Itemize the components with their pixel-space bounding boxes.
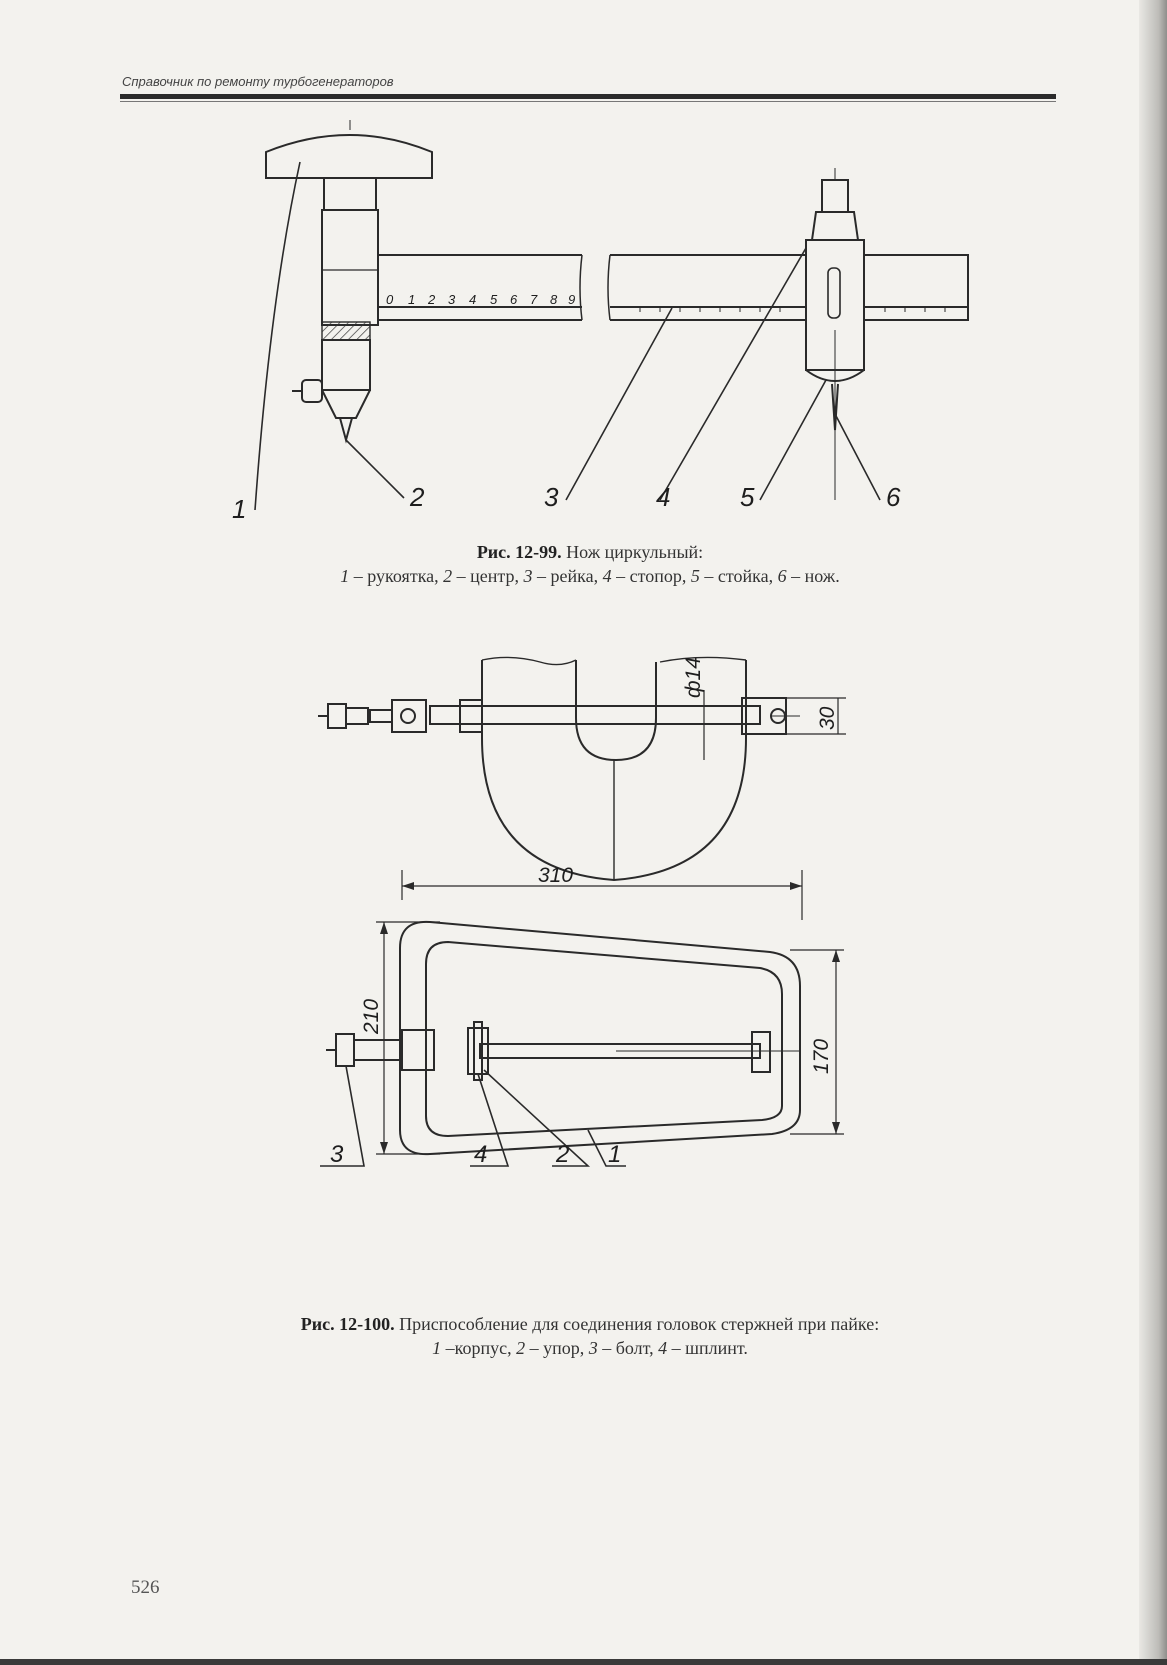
scale-digit: 7 (530, 292, 538, 307)
legend-num: 2 (516, 1338, 526, 1358)
callout-2: 2 (409, 482, 425, 512)
dimension-diameter: ф14 (682, 657, 705, 698)
center-cone (321, 389, 371, 419)
dimension-310: 310 (538, 864, 573, 887)
rail-right (865, 254, 969, 321)
caption-number: Рис. 12-100. (300, 1314, 395, 1334)
dimension-170: 170 (810, 1039, 833, 1074)
thumb-screw (301, 379, 323, 403)
legend-text: – стопор, (611, 566, 691, 586)
legend-num: 1 (432, 1338, 442, 1358)
fixture-u-notch (575, 660, 657, 762)
legend-num: 2 (443, 566, 453, 586)
handle-knob (265, 134, 433, 179)
scale-digit: 6 (510, 292, 518, 307)
center-body (321, 209, 379, 326)
bottom-bolt-head (335, 1033, 355, 1067)
stand-collar (810, 211, 860, 241)
legend-num: 6 (777, 566, 787, 586)
callout-1: 1 (232, 494, 246, 524)
top-stop-block (459, 699, 483, 733)
legend-num: 4 (602, 566, 612, 586)
callout-5: 5 (740, 482, 755, 512)
stand-nut (821, 179, 849, 213)
leader-1 (587, 1129, 626, 1167)
scale-digit: 8 (550, 292, 558, 307)
caption-number: Рис. 12-99. (476, 542, 562, 562)
leader-2 (483, 1069, 591, 1167)
rail-left (378, 254, 582, 321)
legend-text: – болт, (597, 1338, 659, 1358)
dimension-210: 210 (360, 999, 383, 1035)
caption-title-line: Рис. 12-99. Нож циркульный: (140, 540, 1040, 564)
legend-text: – рукоятка, (349, 566, 444, 586)
legend-text: – нож. (786, 566, 840, 586)
legend-text: –корпус, (441, 1338, 517, 1358)
page-number: 526 (131, 1577, 160, 1598)
handle-stem (323, 177, 377, 211)
leader-2 (345, 439, 405, 499)
bottom-right-stop (751, 1031, 771, 1073)
header-rule-thin (120, 101, 1056, 102)
legend-text: – упор, (525, 1338, 589, 1358)
fixture-body-frame-inner (425, 940, 783, 1138)
page-binding-shadow (1139, 0, 1167, 1665)
figure-compass-knife: 0 1 2 3 4 5 6 7 8 9 1 2 3 4 5 6 (232, 120, 969, 524)
legend-num: 1 (340, 566, 350, 586)
legend-num: 3 (523, 566, 533, 586)
leader-4 (659, 247, 807, 501)
figure-12-99-caption: Рис. 12-99. Нож циркульный: 1 – рукоятка… (140, 540, 1040, 588)
fixture-body-frame-outer (399, 920, 801, 1156)
leader-6 (833, 411, 881, 501)
header-rule (120, 94, 1056, 99)
caption-text: Нож циркульный: (566, 542, 704, 562)
leader-5 (759, 379, 827, 501)
legend-text: – шплинт. (667, 1338, 748, 1358)
caption-text: Приспособление для соединения головок ст… (399, 1314, 880, 1334)
scale-digit: 1 (408, 292, 415, 307)
center-point (339, 417, 353, 444)
hatched-section (321, 321, 371, 341)
leader-4 (470, 1073, 510, 1167)
rail-scale-digits: 0 1 2 3 4 5 6 7 8 9 (386, 292, 575, 307)
bottom-nut-block (401, 1029, 435, 1071)
legend-num: 4 (658, 1338, 668, 1358)
callout-6: 6 (886, 482, 901, 512)
dimension-30: 30 (816, 706, 839, 730)
scale-digit: 5 (490, 292, 498, 307)
scale-digit: 4 (469, 292, 476, 307)
figure-12-100-caption: Рис. 12-100. Приспособление для соединен… (140, 1312, 1040, 1360)
top-bolt-head (327, 703, 347, 729)
callout-4: 4 (656, 482, 670, 512)
leader-1 (254, 161, 301, 511)
callout-3: 3 (330, 1141, 344, 1168)
legend-text: – центр, (452, 566, 524, 586)
caption-title-line: Рис. 12-100. Приспособление для соединен… (140, 1312, 1040, 1336)
legend-text: – рейка, (532, 566, 603, 586)
stand-slot (827, 267, 841, 319)
center-lower-body (321, 339, 371, 391)
callout-3: 3 (544, 482, 559, 512)
rail-middle (610, 254, 805, 321)
scale-digit: 9 (568, 292, 575, 307)
scale-digit: 2 (427, 292, 436, 307)
running-header: Справочник по ремонту турбогенераторов (122, 74, 394, 89)
legend-num: 5 (690, 566, 700, 586)
callout-2: 2 (555, 1141, 569, 1168)
legend-num: 3 (588, 1338, 598, 1358)
top-left-block (391, 699, 427, 733)
callout-4: 4 (474, 1141, 487, 1168)
scale-digit: 0 (386, 292, 394, 307)
legend-text: – стойка, (699, 566, 778, 586)
scale-digit: 3 (448, 292, 456, 307)
figure-soldering-fixture: ф14 30 310 210 170 3 4 2 1 (318, 656, 846, 1168)
caption-legend: 1 – рукоятка, 2 – центр, 3 – рейка, 4 – … (140, 564, 1040, 588)
caption-legend: 1 –корпус, 2 – упор, 3 – болт, 4 – шплин… (140, 1336, 1040, 1360)
page-bottom-edge (0, 1659, 1167, 1665)
leader-3 (320, 1065, 365, 1167)
top-rod (429, 705, 761, 725)
callout-1: 1 (608, 1141, 621, 1168)
bottom-stop (467, 1027, 489, 1075)
leader-3 (565, 307, 673, 501)
